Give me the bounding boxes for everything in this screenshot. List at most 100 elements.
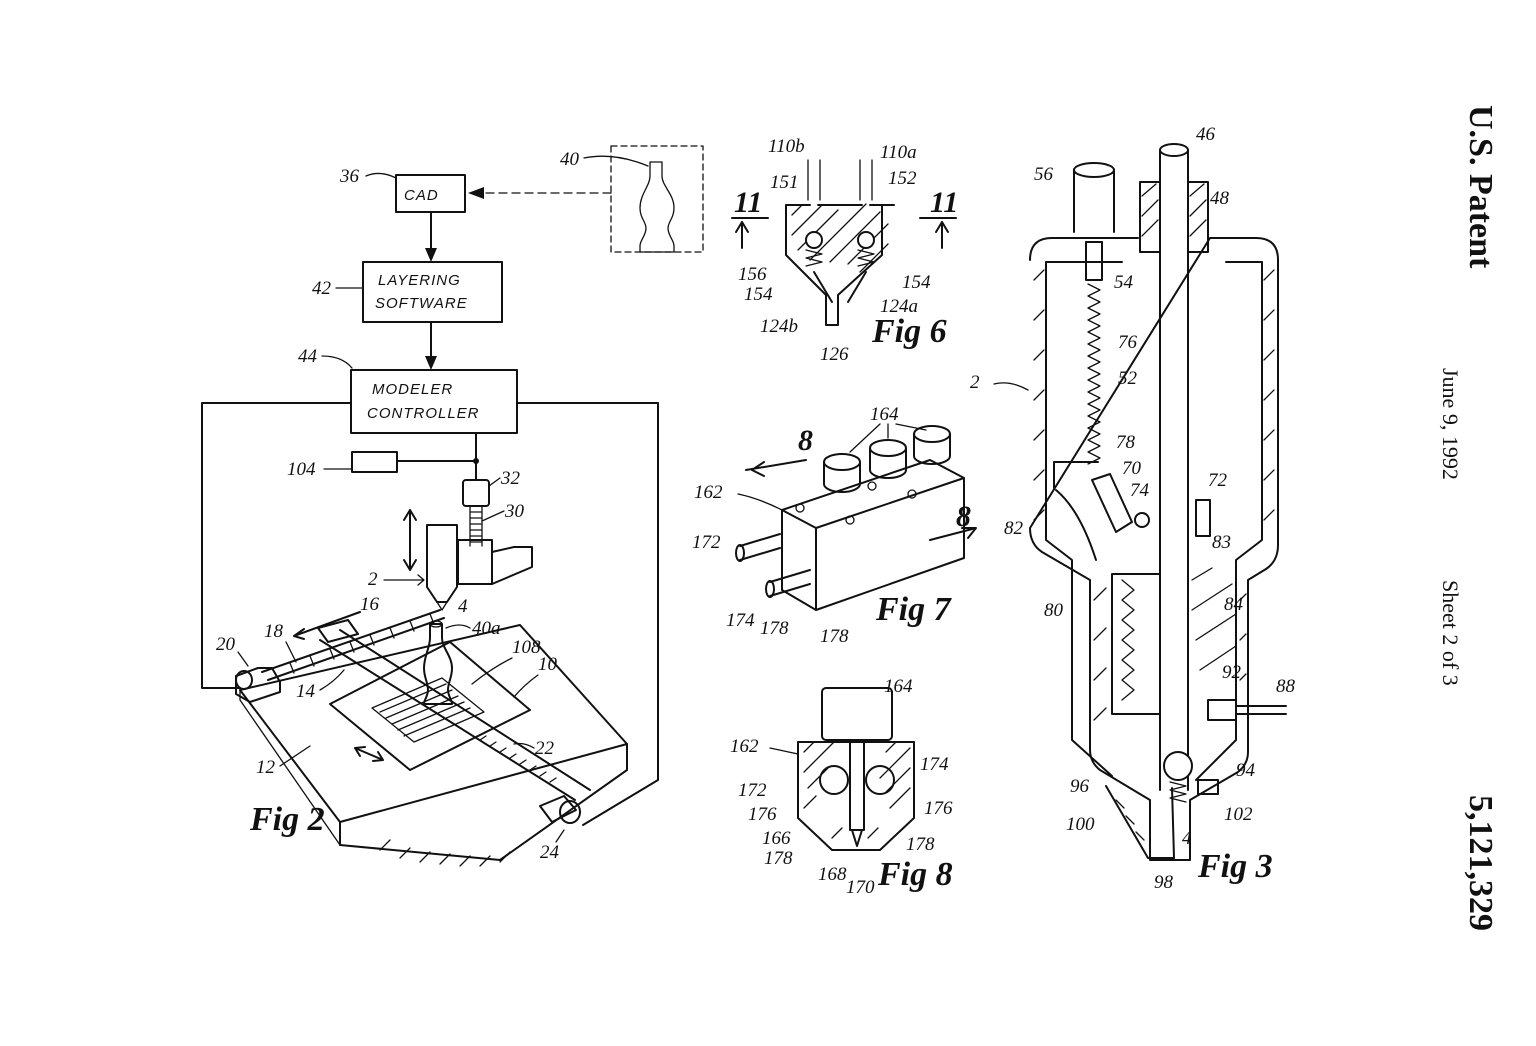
ref-24: 24 — [540, 842, 560, 863]
fig-8-title: Fig 8 — [877, 856, 953, 893]
carriage-motion-arrow — [293, 611, 361, 640]
insulation-84 — [1191, 567, 1237, 671]
ref-2-fig3: 2 — [970, 372, 980, 393]
housing-hatching — [1033, 269, 1275, 721]
ref-166: 166 — [762, 828, 791, 849]
screw-102 — [1197, 779, 1219, 795]
build-substrate-108 — [371, 677, 485, 743]
ref-164: 164 — [870, 404, 899, 425]
carriage-14 — [317, 619, 359, 643]
sensor-box-104 — [351, 451, 398, 473]
rack-teeth — [479, 735, 557, 783]
inlet-tube-174 — [769, 569, 811, 597]
ref-178-b: 178 — [820, 626, 849, 647]
cad-label: CAD — [404, 187, 439, 204]
fig-6-title: Fig 6 — [871, 313, 947, 350]
ref-100: 100 — [1066, 814, 1095, 835]
arrow-to-layering — [425, 248, 437, 262]
ref-151: 151 — [770, 172, 799, 193]
z-lead-screw — [469, 505, 483, 547]
controller-label-2: CONTROLLER — [367, 405, 480, 422]
wire-guide-54 — [1085, 241, 1103, 281]
ref-22: 22 — [535, 738, 555, 759]
ref-176-left: 176 — [748, 804, 777, 825]
ref-110b: 110b — [768, 136, 805, 157]
ref-14: 14 — [296, 681, 316, 702]
ref-84: 84 — [1224, 594, 1244, 615]
valve-cap-1 — [823, 453, 861, 471]
ref-102: 102 — [1224, 804, 1253, 825]
ref-156: 156 — [738, 264, 767, 285]
x-motor-24 — [539, 795, 577, 823]
patent-label: U.S. Patent — [1462, 105, 1499, 269]
left-control-wire — [201, 402, 352, 689]
ref-108: 108 — [512, 637, 541, 658]
figure-7: 8 8 164 162 172 174 178 178 Fig 7 — [692, 404, 977, 647]
pivot-74 — [1134, 512, 1150, 528]
sheet-header: U.S. Patent June 9, 1992 Sheet 2 of 3 5,… — [1438, 105, 1499, 931]
y-motor-20 — [235, 667, 281, 703]
object-40a — [423, 623, 453, 705]
bracket-78 — [1053, 461, 1099, 489]
modeler-controller-box — [350, 369, 518, 434]
feed-tube-56 — [1073, 169, 1115, 233]
dispensing-nozzle-tip — [436, 601, 448, 611]
ref-40a: 40a — [472, 618, 501, 639]
valve-actuator-164 — [821, 687, 893, 741]
fig-2-title: Fig 2 — [249, 801, 325, 838]
ref-54: 54 — [1114, 272, 1134, 293]
ref-98: 98 — [1154, 872, 1174, 893]
base-table-front — [339, 743, 628, 861]
arrow-to-cad — [468, 187, 484, 199]
inlet-tubes — [807, 159, 873, 201]
fig8-manifold-outline — [797, 741, 915, 851]
ref-48: 48 — [1210, 188, 1230, 209]
figure-2: CAD LAYERING SOFTWARE MODELER CONTROLLER — [201, 145, 704, 867]
ref-92: 92 — [1222, 662, 1242, 683]
clamp-48 — [1139, 181, 1209, 253]
y-lead-screw — [261, 609, 445, 681]
sheet-number: Sheet 2 of 3 — [1438, 580, 1463, 686]
valve-stem-166 — [849, 741, 865, 831]
figure-8: 164 162 174 172 176 176 166 178 178 168 … — [730, 676, 953, 898]
manifold-top — [781, 459, 965, 529]
ref-96: 96 — [1070, 776, 1090, 797]
ref-172-fig8: 172 — [738, 780, 767, 801]
fig8-hatching — [803, 741, 911, 839]
housing-inner — [1045, 261, 1263, 781]
ref-4: 4 — [458, 596, 468, 617]
layering-label-2: SOFTWARE — [375, 295, 468, 312]
ref-170: 170 — [846, 877, 875, 898]
ref-40: 40 — [560, 149, 580, 170]
right-control-wire — [516, 402, 659, 826]
ref-32: 32 — [500, 468, 521, 489]
ref-154-left: 154 — [744, 284, 773, 305]
head-bracket — [457, 539, 493, 585]
ref-10: 10 — [538, 654, 558, 675]
figure-3: 46 56 48 54 76 52 2 78 70 74 72 82 83 80… — [970, 124, 1296, 893]
nozzle-100 — [1105, 785, 1175, 859]
rail-front — [319, 639, 576, 801]
ref-162: 162 — [694, 482, 723, 503]
bottle-outline — [639, 161, 675, 253]
section-8-right: 8 — [956, 500, 971, 533]
ref-12: 12 — [256, 757, 276, 778]
ref-124a: 124a — [880, 296, 918, 317]
merge-channels — [813, 271, 867, 303]
check-ball-right — [857, 231, 875, 249]
ref-110a: 110a — [880, 142, 917, 163]
controller-label-1: MODELER — [372, 381, 453, 398]
housing-outer — [1029, 237, 1279, 861]
ref-174-fig8: 174 — [920, 754, 949, 775]
section-8-top: 8 — [798, 424, 813, 457]
patent-date: June 9, 1992 — [1438, 368, 1463, 480]
fitting-88 — [1207, 699, 1287, 721]
ref-52: 52 — [1118, 368, 1138, 389]
ref-124b: 124b — [760, 316, 798, 337]
ref-83: 83 — [1212, 532, 1231, 553]
ref-2: 2 — [368, 569, 378, 590]
layering-software-box — [362, 261, 503, 323]
check-ball-94 — [1163, 751, 1193, 781]
